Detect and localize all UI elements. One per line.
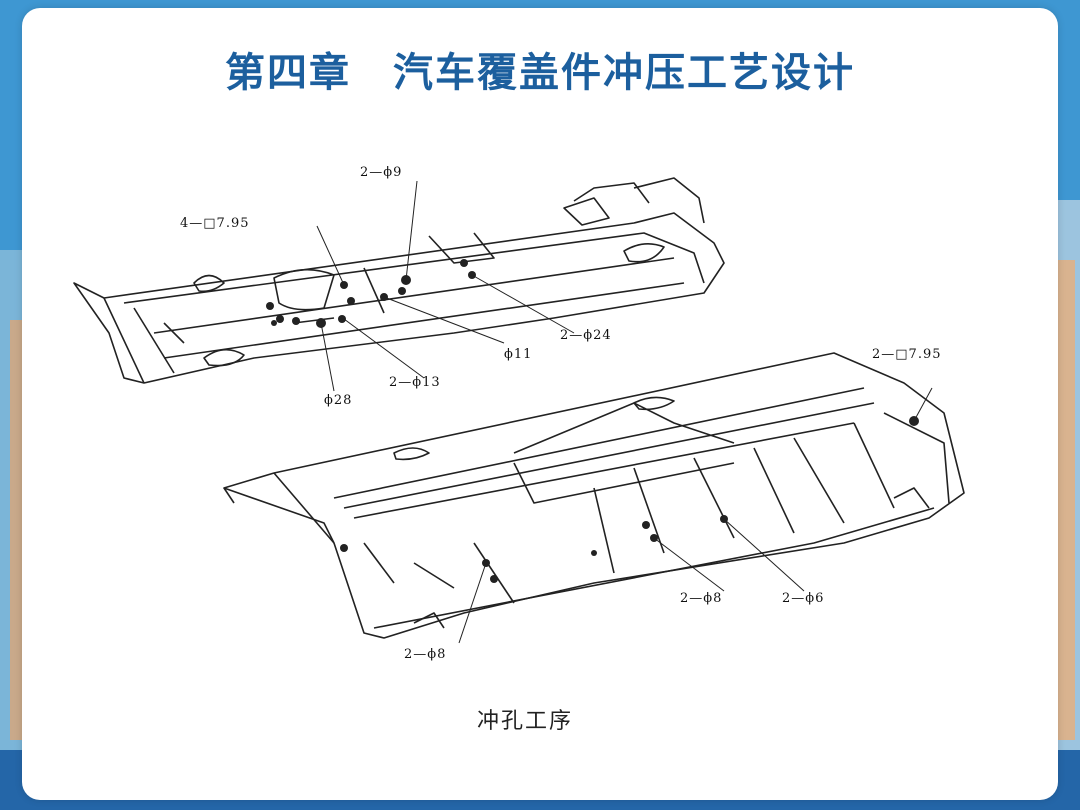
diagram-drawing <box>73 177 965 644</box>
label-2x9: 2—ϕ9 <box>360 165 403 180</box>
label-2x8-left: 2—ϕ8 <box>404 647 447 662</box>
lower-panel <box>223 352 965 644</box>
label-2sq795: 2—□7.95 <box>872 347 942 362</box>
slide-title: 第四章 汽车覆盖件冲压工艺设计 <box>225 50 855 96</box>
label-2x13: 2—ϕ13 <box>389 375 441 390</box>
upper-panel <box>73 177 725 392</box>
figure-caption: 冲孔工序 <box>476 709 573 734</box>
label-4sq795: 4—□7.95 <box>180 216 250 231</box>
label-28: ϕ28 <box>324 393 353 408</box>
label-2x8-right: 2—ϕ8 <box>680 591 723 606</box>
punching-diagram: 2—ϕ9 4—□7.95 2—ϕ24 ϕ11 2—ϕ13 ϕ28 2—□7.95… <box>34 143 1016 755</box>
label-11: ϕ11 <box>504 347 533 362</box>
label-2x24: 2—ϕ24 <box>560 328 612 343</box>
label-2x6: 2—ϕ6 <box>782 591 825 606</box>
